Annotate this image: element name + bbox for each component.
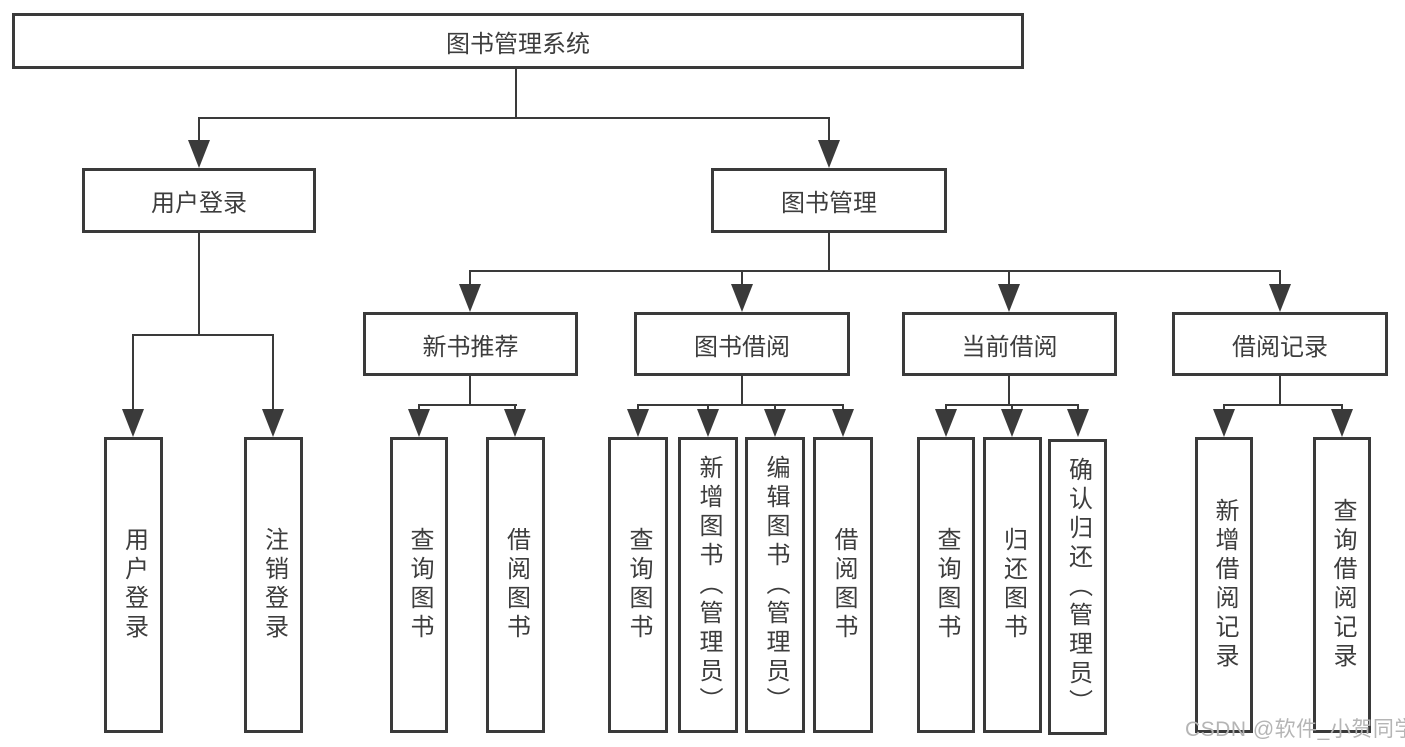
node-library-system: 图书管理系统 [12,13,1024,69]
leaf-return-book: 归还图书 [983,437,1042,733]
leaf-label: 新增图书（管理员） [695,454,722,716]
arrow-down-icon [764,409,786,437]
connector-line [842,404,844,413]
connector-line [774,404,776,413]
arrow-down-icon [935,409,957,437]
arrow-down-icon [818,140,840,168]
node-user-login: 用户登录 [82,168,316,233]
arrow-down-icon [627,409,649,437]
connector-line [637,404,639,413]
connector-line [469,376,471,406]
arrow-down-icon [1331,409,1353,437]
connector-line [1223,404,1225,413]
leaf-borrow-books-2: 借阅图书 [813,437,873,733]
leaf-label: 借阅图书 [502,527,530,643]
connector-line [132,334,134,410]
leaf-label: 编辑图书（管理员） [762,454,789,716]
leaf-add-book-admin: 新增图书（管理员） [678,437,738,733]
leaf-query-books-3: 查询图书 [917,437,975,733]
leaf-confirm-return-admin: 确认归还（管理员） [1048,439,1107,735]
leaf-borrow-books-1: 借阅图书 [486,437,545,733]
connector-line [1008,270,1010,286]
connector-line [1008,376,1010,406]
connector-line [1279,376,1281,406]
connector-line [1279,270,1281,286]
connector-line [1077,404,1079,413]
connector-line [198,117,200,143]
leaf-label: 确认归还（管理员） [1064,456,1092,718]
leaf-edit-book-admin: 编辑图书（管理员） [745,437,805,733]
connector-line [741,376,743,406]
leaf-label: 查询图书 [406,527,433,643]
leaf-label: 归还图书 [999,527,1027,643]
leaf-label: 新增借阅记录 [1211,498,1238,672]
arrow-down-icon [408,409,430,437]
arrow-down-icon [504,409,526,437]
connector-line [828,117,830,143]
arrow-down-icon [1269,284,1291,312]
leaf-add-borrow-record: 新增借阅记录 [1195,437,1253,733]
connector-line [132,334,274,336]
arrow-down-icon [1213,409,1235,437]
leaf-label: 查询图书 [625,527,652,643]
leaf-label: 借阅图书 [830,527,857,643]
arrow-down-icon [697,409,719,437]
node-book-borrowing: 图书借阅 [634,312,850,376]
leaf-label: 注销登录 [260,527,288,643]
connector-line [198,117,830,119]
leaf-query-books-2: 查询图书 [608,437,668,733]
connector-line [469,270,1281,272]
connector-line [1223,404,1343,406]
connector-line [707,404,709,413]
csdn-watermark: CSDN @软件_小贺同学 [1185,718,1405,741]
connector-line [945,404,947,413]
leaf-label: 用户登录 [120,527,148,643]
connector-line [637,404,844,406]
connector-line [418,404,517,406]
arrow-down-icon [122,409,144,437]
connector-line [1341,404,1343,413]
arrow-down-icon [832,409,854,437]
connector-line [272,334,274,410]
connector-line [741,270,743,286]
connector-line [828,233,830,272]
node-borrowing-records: 借阅记录 [1172,312,1388,376]
leaf-logout: 注销登录 [244,437,303,733]
leaf-label: 查询借阅记录 [1329,498,1356,672]
arrow-down-icon [731,284,753,312]
leaf-user-login: 用户登录 [104,437,163,733]
connector-line [514,404,516,413]
node-new-book-recommend: 新书推荐 [363,312,578,376]
leaf-query-books-1: 查询图书 [390,437,448,733]
connector-line [469,270,471,286]
node-book-management: 图书管理 [711,168,947,233]
leaf-label: 查询图书 [933,527,960,643]
connector-line [515,69,517,118]
arrow-down-icon [998,284,1020,312]
arrow-down-icon [1067,409,1089,437]
leaf-query-borrow-record: 查询借阅记录 [1313,437,1371,733]
arrow-down-icon [1001,409,1023,437]
connector-line [418,404,420,413]
connector-line [198,233,200,336]
node-current-borrowing: 当前借阅 [902,312,1117,376]
arrow-down-icon [188,140,210,168]
connector-line [1011,404,1013,413]
arrow-down-icon [459,284,481,312]
arrow-down-icon [262,409,284,437]
